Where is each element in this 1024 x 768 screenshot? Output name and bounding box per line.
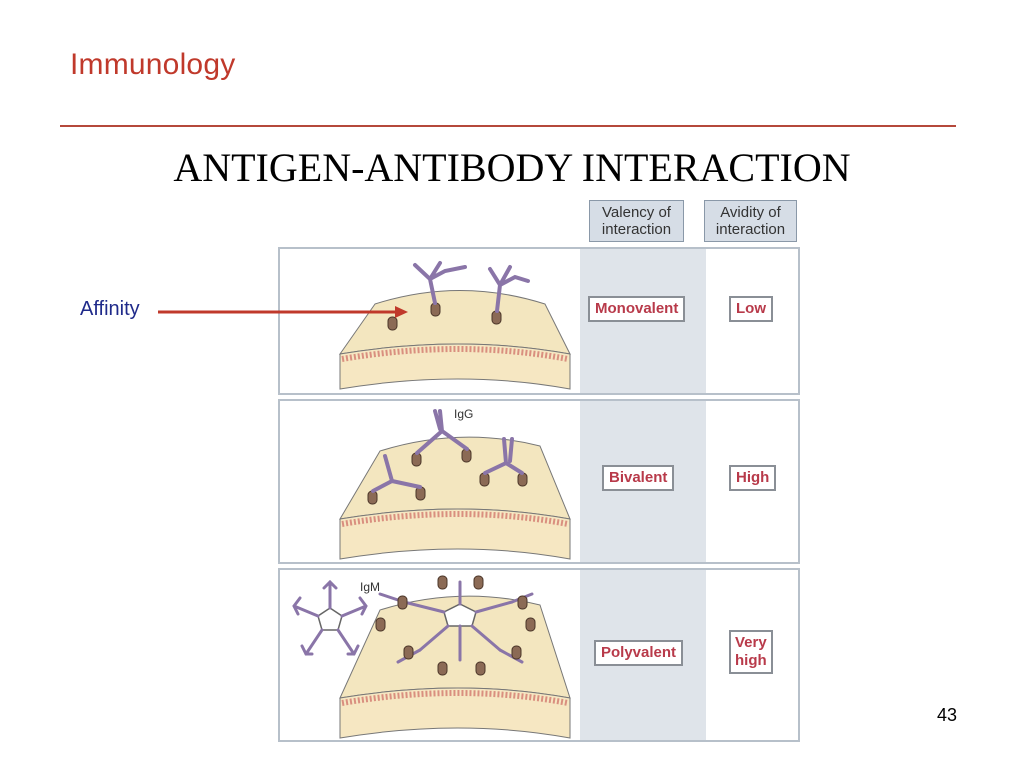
valency-header-line-2: interaction [601,221,672,238]
antibody-cluster [413,261,530,313]
valency-badge: Bivalent [602,465,675,491]
panel-monovalent: Monovalent Low [278,247,800,395]
panel-bivalent: IgG Bivalent High [278,399,800,564]
cell-surface [339,436,571,560]
page-number: 43 [937,705,958,725]
valency-column-header: Valency of interaction [589,200,684,242]
avidity-column-header: Avidity of interaction [704,200,797,242]
avidity-header-line-2: interaction [715,221,786,238]
panel-polyvalent: IgM Polyvalent Very high [278,568,800,742]
antibody-cluster [371,409,524,493]
avidity-badge-line-1: Very [735,634,767,651]
antibody-type-label: IgG [454,407,474,421]
cell-surface [338,290,571,390]
bivalent-illustration [339,409,571,560]
antigen-markers [367,448,528,505]
valency-header-line-1: Valency of [602,204,671,221]
avidity-badge-line-1: Low [736,300,766,317]
antibody-type-label: IgM [360,580,381,594]
igm-pentamer-bound [378,580,534,664]
antigen-markers [375,575,536,676]
valency-badge: Monovalent [588,296,686,322]
polyvalent-illustration [292,575,571,739]
igm-pentamer-free [292,579,368,656]
cell-surface [339,595,571,739]
header-title: Immunology [70,48,236,81]
valency-badge: Polyvalent [594,640,684,666]
monovalent-illustration [338,261,571,390]
affinity-label: Affinity [80,298,140,320]
avidity-badge: High [729,465,777,491]
avidity-badge-line-2: high [735,652,767,669]
avidity-header-line-1: Avidity of [720,204,781,221]
slide-title: ANTIGEN-ANTIBODY INTERACTION [173,145,851,190]
header-divider [60,125,956,127]
avidity-badge-line-1: High [736,469,770,486]
avidity-badge: Low [729,296,773,322]
avidity-badge: Very high [729,630,773,674]
antigen-markers [387,302,502,331]
